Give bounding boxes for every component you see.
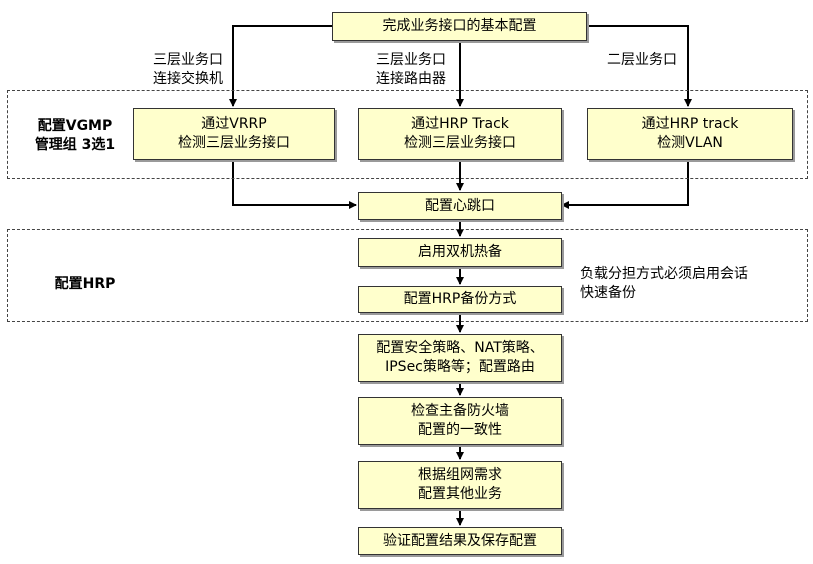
connector-top-right (587, 25, 692, 107)
step-consistency-check: 检查主备防火墙 配置的一致性 (358, 397, 562, 445)
vgmp-option-vrrp-line2: 检测三层业务接口 (178, 135, 290, 151)
hrp-group-frame (7, 229, 808, 322)
branch-label-middle: 三层业务口 连接路由器 (356, 51, 466, 89)
hrp-step-enable: 启用双机热备 (358, 238, 562, 267)
top-box-basic-config: 完成业务接口的基本配置 (332, 12, 587, 41)
vgmp-option-vrrp: 通过VRRP 检测三层业务接口 (133, 108, 335, 160)
step-other-services-line2: 配置其他业务 (418, 486, 502, 502)
step-other-services-line1: 根据组网需求 (418, 467, 502, 483)
vgmp-option-hrp-vlan-line2: 检测VLAN (657, 135, 723, 151)
branch-label-middle-line2: 连接路由器 (376, 71, 446, 87)
heartbeat-box-text: 配置心跳口 (425, 197, 495, 214)
branch-label-left: 三层业务口 连接交换机 (133, 51, 243, 89)
connector-left-heartbeat (232, 160, 357, 209)
step-verify-save-text: 验证配置结果及保存配置 (383, 532, 537, 549)
step-other-services: 根据组网需求 配置其他业务 (358, 461, 562, 509)
connector-right-heartbeat (561, 160, 689, 209)
hrp-step-enable-text: 启用双机热备 (418, 244, 502, 260)
vgmp-option-hrp-track-line1: 通过HRP Track (411, 116, 509, 132)
step-policies-routing: 配置安全策略、NAT策略、 IPSec策略等；配置路由 (358, 334, 562, 382)
branch-label-right-line1: 二层业务口 (607, 52, 677, 68)
vgmp-option-hrp-track-line2: 检测三层业务接口 (404, 135, 516, 151)
vgmp-group-title-line2: 管理组 3选1 (34, 137, 116, 153)
vgmp-group-title-line1: 配置VGMP (37, 118, 113, 134)
vgmp-group-title: 配置VGMP 管理组 3选1 (20, 117, 130, 155)
branch-label-left-line1: 三层业务口 (153, 52, 223, 68)
hrp-note-line1: 负载分担方式必须启用会话 (580, 266, 748, 282)
hrp-step-backup-mode-text: 配置HRP备份方式 (403, 291, 517, 307)
heartbeat-box: 配置心跳口 (358, 192, 562, 220)
hrp-step-backup-mode: 配置HRP备份方式 (358, 286, 562, 313)
branch-label-right: 二层业务口 (587, 51, 697, 70)
step-policies-routing-line1: 配置安全策略、NAT策略、 (376, 340, 544, 356)
branch-label-left-line2: 连接交换机 (153, 71, 223, 87)
hrp-group-title: 配置HRP (54, 276, 116, 292)
step-consistency-check-line1: 检查主备防火墙 (411, 403, 509, 419)
step-verify-save: 验证配置结果及保存配置 (358, 527, 562, 555)
vgmp-option-vrrp-line1: 通过VRRP (201, 116, 267, 132)
top-box-text: 完成业务接口的基本配置 (382, 18, 537, 34)
connector-top-left (229, 25, 332, 107)
hrp-note-line2: 快速备份 (580, 285, 636, 301)
step-policies-routing-line2: IPSec策略等；配置路由 (385, 359, 535, 375)
vgmp-option-hrp-vlan-line1: 通过HRP track (641, 116, 739, 132)
vgmp-group-frame (7, 90, 808, 179)
vgmp-option-hrp-track: 通过HRP Track 检测三层业务接口 (358, 108, 562, 160)
branch-label-middle-line1: 三层业务口 (376, 52, 446, 68)
vgmp-option-hrp-vlan: 通过HRP track 检测VLAN (587, 108, 793, 160)
hrp-note: 负载分担方式必须启用会话 快速备份 (580, 265, 800, 303)
step-consistency-check-line2: 配置的一致性 (418, 422, 502, 438)
